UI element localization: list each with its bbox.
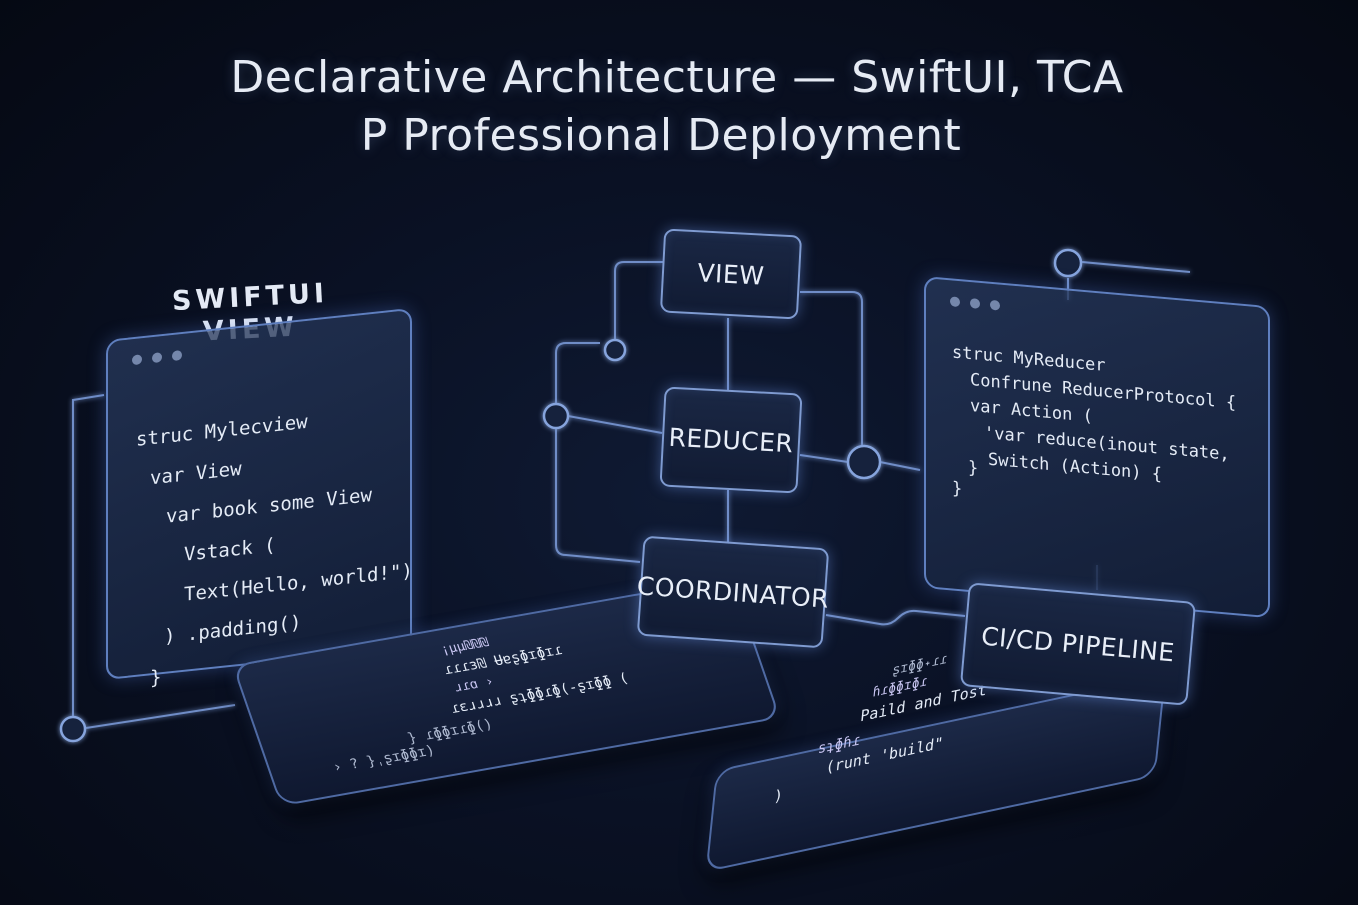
- reducer-code-window: struc MyReducer Confrune ReducerProtocol…: [924, 276, 1270, 619]
- window-dot-icon: [970, 298, 980, 309]
- window-dot-icon: [990, 299, 1000, 311]
- code-line: var View: [150, 457, 242, 490]
- window-dot-icon: [950, 296, 960, 308]
- code-line: struc Mylecview: [136, 410, 308, 451]
- code-line: ¡µµ₪₪₪: [438, 635, 491, 658]
- code-line: ɹɾɑ ›: [451, 674, 496, 696]
- window-dot-icon: [132, 354, 142, 366]
- page-subtitle: P Professional Deployment: [360, 110, 962, 161]
- code-line: var book some View: [166, 484, 372, 528]
- reducer-node: REDUCER: [659, 386, 803, 494]
- code-line: ): [772, 785, 784, 806]
- code-line: ) .padding(): [164, 611, 302, 648]
- code-line: }: [968, 457, 979, 479]
- window-controls: [132, 350, 182, 366]
- code-line: Vstack (: [184, 534, 276, 566]
- code-line: var Action (: [970, 396, 1093, 427]
- window-dot-icon: [152, 352, 162, 364]
- code-line: }: [952, 478, 963, 500]
- coordinator-node: COORDINATOR: [636, 535, 830, 649]
- code-line: }: [150, 666, 162, 690]
- cicd-pipeline-node: CI/CD PIPELINE: [959, 582, 1197, 706]
- code-line: › ? }ˌʂɪɸɸɪ): [330, 742, 438, 776]
- page-title: Declarative Architecture — SwiftUI, TCA: [230, 52, 1124, 103]
- swiftui-code-window: struc Mylecview var View var book some V…: [106, 307, 413, 689]
- code-line: Text(Hello, world!"): [184, 559, 413, 606]
- view-node: VIEW: [659, 228, 803, 320]
- window-controls: [950, 296, 1000, 311]
- code-line: } ɾɸɸɪɾɸ(): [405, 716, 496, 747]
- window-dot-icon: [172, 350, 182, 362]
